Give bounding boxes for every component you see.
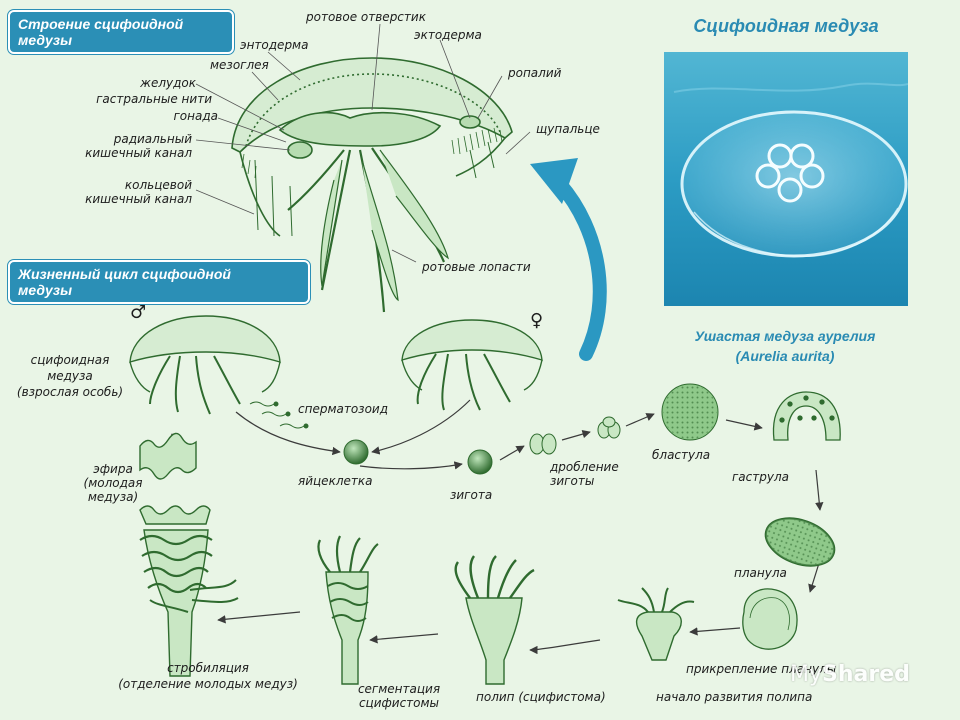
label-radial-canal: радиальный кишечный канал [85, 132, 192, 160]
blastula-texture [663, 385, 717, 439]
watermark-prefix: My [790, 662, 823, 687]
structure-title-text: Строение сцифоидной медузы [18, 16, 184, 48]
label-polyp-start: начало развития полипа [656, 690, 813, 704]
label-polyp: полип (сцифистома) [476, 690, 606, 704]
zygote-cell [467, 449, 493, 475]
label-egg: яйцеклетка [298, 474, 373, 488]
label-mesoglea: мезоглея [210, 58, 269, 72]
label-zygote: зигота [450, 488, 493, 502]
cycle-arrows [167, 399, 824, 655]
curved-arrow [553, 177, 607, 361]
label-blastula: бластула [652, 448, 711, 462]
label-ectoderm: эктодерма [414, 28, 482, 42]
label-oral-lobes: ротовые лопасти [422, 260, 531, 274]
label-ring-canal: кольцевой кишечный канал [85, 178, 192, 206]
label-cleavage: дробление зиготы [550, 460, 619, 488]
myshared-watermark: MyShared [790, 662, 910, 687]
curved-arrow-head [530, 158, 578, 204]
planula-attachment-drawing [742, 588, 798, 650]
egg-cell [343, 439, 369, 465]
label-gastral-filaments: гастральные нити [96, 92, 212, 106]
label-gastrula: гаструла [732, 470, 789, 484]
photo-caption: Ушастая медуза аурелия (Aurelia aurita) [660, 326, 910, 366]
label-stomach: желудок [140, 76, 196, 90]
photo-caption-line1: Ушастая медуза аурелия [694, 328, 876, 344]
label-sperm: сперматозоид [298, 402, 388, 416]
label-planula-attachment: прикрепление планулы [686, 662, 837, 676]
label-strobilation: стробиляция (отделение молодых медуз) [118, 661, 298, 691]
photo-title: Сцифоидная медуза [693, 16, 879, 36]
polyp-scyphistoma-drawing [454, 555, 535, 685]
label-adult-medusa: сцифоидная медуза (взрослая особь) [16, 353, 124, 399]
label-ephyra: эфира (молодая медуза) [83, 462, 143, 504]
label-planula: планула [734, 566, 787, 580]
lifecycle-title-text: Жизненный цикл сцифоидной медузы [18, 266, 231, 298]
label-gonad: гонада [173, 109, 219, 123]
lifecycle-title: Жизненный цикл сцифоидной медузы [8, 260, 310, 304]
structure-title: Строение сцифоидной медузы [8, 10, 234, 54]
sperm-cells [249, 401, 309, 429]
planula-drawing [764, 517, 836, 567]
segmentation-scyphistoma-drawing [317, 535, 379, 685]
label-ropaliy: ропалий [508, 66, 562, 80]
label-segmentation: сегментация сцифистомы [357, 682, 441, 710]
photo-caption-line2: (Aurelia aurita) [735, 348, 835, 364]
male-symbol: ♂ [130, 302, 147, 323]
label-endoderm: энтодерма [240, 38, 309, 52]
gastrula-drawing [772, 391, 841, 441]
jellyfish-structure-drawing [231, 57, 513, 313]
structure-leader-lines [195, 23, 531, 263]
label-tentacle: щупальце [536, 122, 600, 136]
strobilation-drawing [139, 505, 239, 677]
early-polyp-drawing [617, 587, 695, 661]
watermark-suffix: Shared [822, 662, 910, 687]
cleavage-cells [529, 416, 621, 455]
female-symbol: ♀ [530, 310, 544, 331]
adult-medusa-male [129, 315, 281, 415]
label-mouth: ротовое отверстик [306, 10, 426, 24]
adult-medusa-female [401, 319, 543, 411]
ephyra-drawing [139, 432, 197, 480]
jellyfish-photo [664, 52, 908, 306]
